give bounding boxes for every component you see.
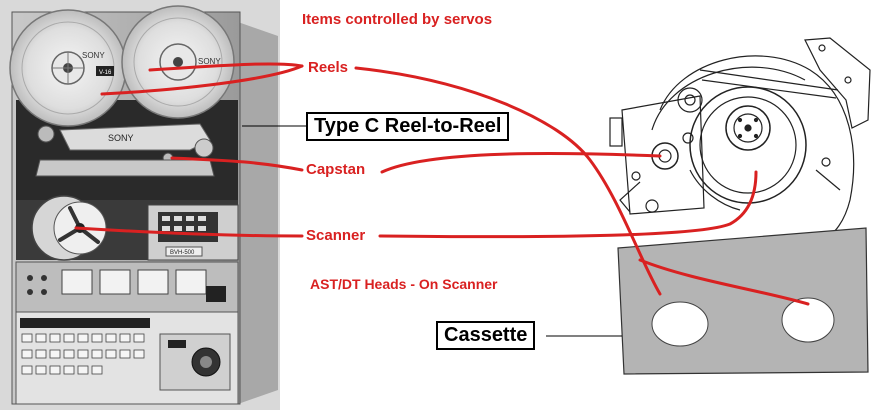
- label-capstan: Capstan: [306, 161, 366, 178]
- callout-capstan-right: [380, 151, 662, 174]
- machine-brand: SONY: [108, 133, 134, 143]
- callout-reels-cassette-a: [354, 66, 662, 296]
- label-scanner: Scanner: [306, 227, 366, 244]
- cassette-mechanism: [609, 37, 871, 241]
- callout-scanner-left: [74, 226, 304, 238]
- right-reel: SONY: [121, 5, 235, 119]
- callout-reels-left: [100, 64, 304, 96]
- cassette-shell: [617, 227, 869, 375]
- box-cassette: Cassette: [436, 321, 536, 350]
- reel-badge: V-16: [99, 70, 112, 76]
- callout-reels-cassette-b: [638, 258, 810, 306]
- diagram-title: Items controlled by servos: [302, 11, 493, 28]
- callout-scanner-right: [378, 170, 758, 239]
- type-c-machine: SONY V-16 SONY SONY: [0, 0, 280, 410]
- right-reel-brand: SONY: [198, 57, 221, 66]
- model-plate: BVH-500: [170, 250, 195, 256]
- label-reels: Reels: [308, 59, 349, 76]
- callout-reels-right: [148, 62, 304, 72]
- box-connectors: [242, 125, 622, 337]
- left-reel: SONY V-16: [9, 9, 127, 127]
- callout-lines: [74, 62, 810, 306]
- callout-capstan-left: [170, 156, 304, 172]
- box-type-c: Type C Reel-to-Reel: [306, 112, 510, 141]
- label-heads: AST/DT Heads - On Scanner: [310, 276, 498, 292]
- left-reel-brand: SONY: [82, 51, 105, 60]
